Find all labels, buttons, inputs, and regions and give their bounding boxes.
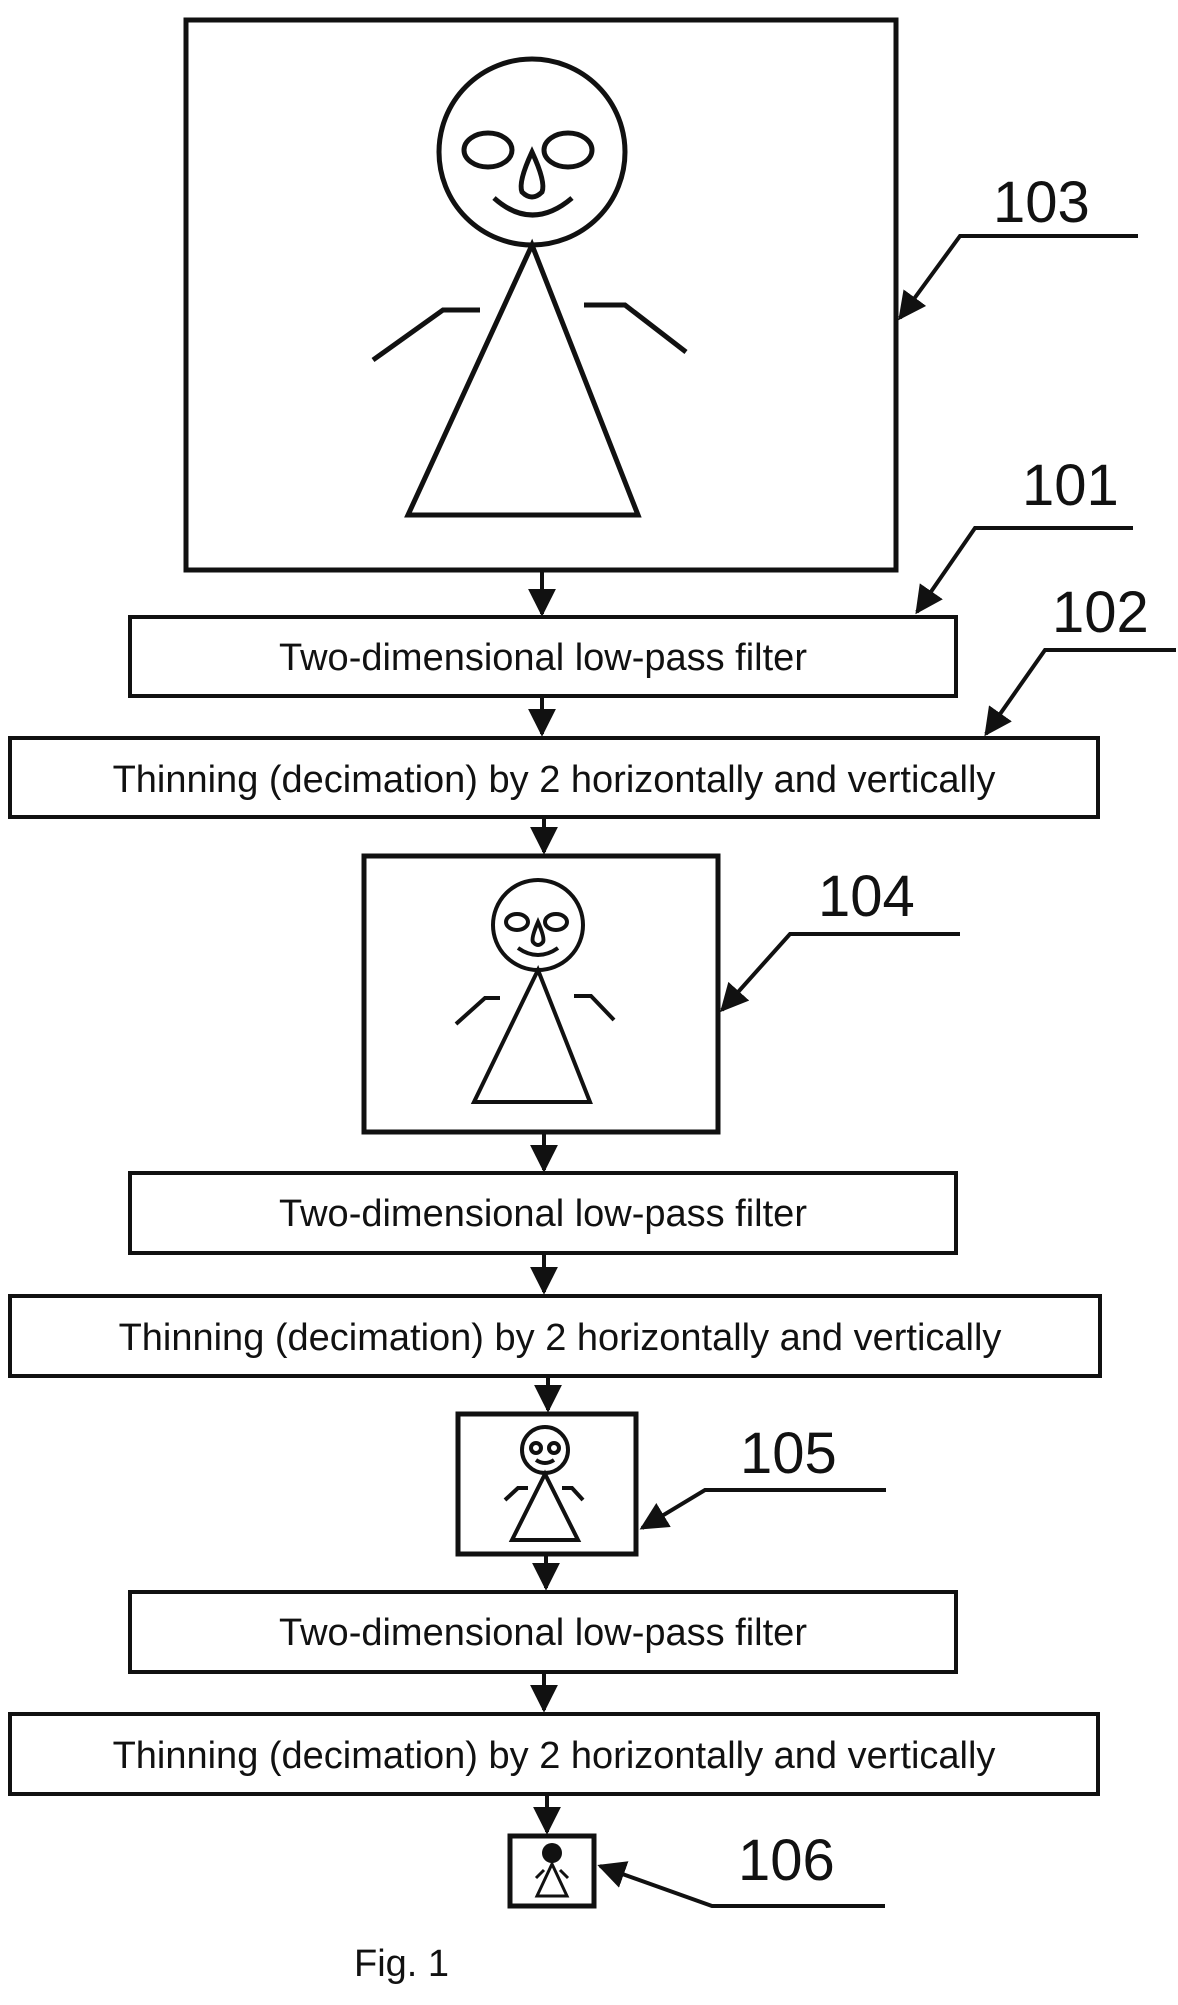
leader-arrow xyxy=(597,1861,885,1908)
stick-figure-icon xyxy=(503,1425,585,1542)
decimation-label-2: Thinning (decimation) by 2 horizontally … xyxy=(119,1317,1002,1359)
ref-label-101: 101 xyxy=(1022,453,1119,518)
image-frame-103 xyxy=(183,17,899,573)
stick-figure-icon xyxy=(534,1843,570,1898)
decimation-label-3: Thinning (decimation) by 2 horizontally … xyxy=(113,1735,996,1777)
image-frame-104 xyxy=(361,853,721,1135)
ref-label-102: 102 xyxy=(1052,580,1149,645)
image-frame-105 xyxy=(455,1411,639,1557)
reference-104: 104 xyxy=(720,864,960,1013)
stick-figure-icon xyxy=(454,878,616,1104)
figure-caption: Fig. 1 xyxy=(354,1943,449,1985)
leader-arrow xyxy=(915,526,1133,615)
ref-label-103: 103 xyxy=(993,170,1090,235)
low-pass-filter-box-3: Two-dimensional low-pass filter xyxy=(128,1590,958,1674)
reference-103: 103 xyxy=(898,170,1138,321)
leader-arrow xyxy=(639,1488,886,1530)
stick-figure-icon xyxy=(371,56,688,518)
ref-label-105: 105 xyxy=(740,1421,837,1486)
reference-105: 105 xyxy=(639,1421,886,1530)
filter-label-2: Two-dimensional low-pass filter xyxy=(279,1193,807,1235)
decimation-box-3: Thinning (decimation) by 2 horizontally … xyxy=(8,1712,1100,1796)
filter-label-1: Two-dimensional low-pass filter xyxy=(279,637,807,679)
image-frame-106 xyxy=(507,1833,597,1909)
filter-label-3: Two-dimensional low-pass filter xyxy=(279,1612,807,1654)
low-pass-filter-box-1: Two-dimensional low-pass filter xyxy=(128,615,958,698)
reference-106: 106 xyxy=(597,1828,885,1908)
reference-102: 102 xyxy=(984,580,1176,737)
leader-arrow xyxy=(720,932,960,1013)
leader-arrow xyxy=(984,648,1176,737)
decimation-box-1: Thinning (decimation) by 2 horizontally … xyxy=(8,736,1100,819)
reference-101: 101 xyxy=(915,453,1133,615)
ref-label-106: 106 xyxy=(738,1828,835,1893)
low-pass-filter-box-2: Two-dimensional low-pass filter xyxy=(128,1171,958,1255)
decimation-label-1: Thinning (decimation) by 2 horizontally … xyxy=(113,759,996,801)
decimation-box-2: Thinning (decimation) by 2 horizontally … xyxy=(8,1294,1102,1378)
leader-arrow xyxy=(898,234,1138,321)
ref-label-104: 104 xyxy=(818,864,915,929)
